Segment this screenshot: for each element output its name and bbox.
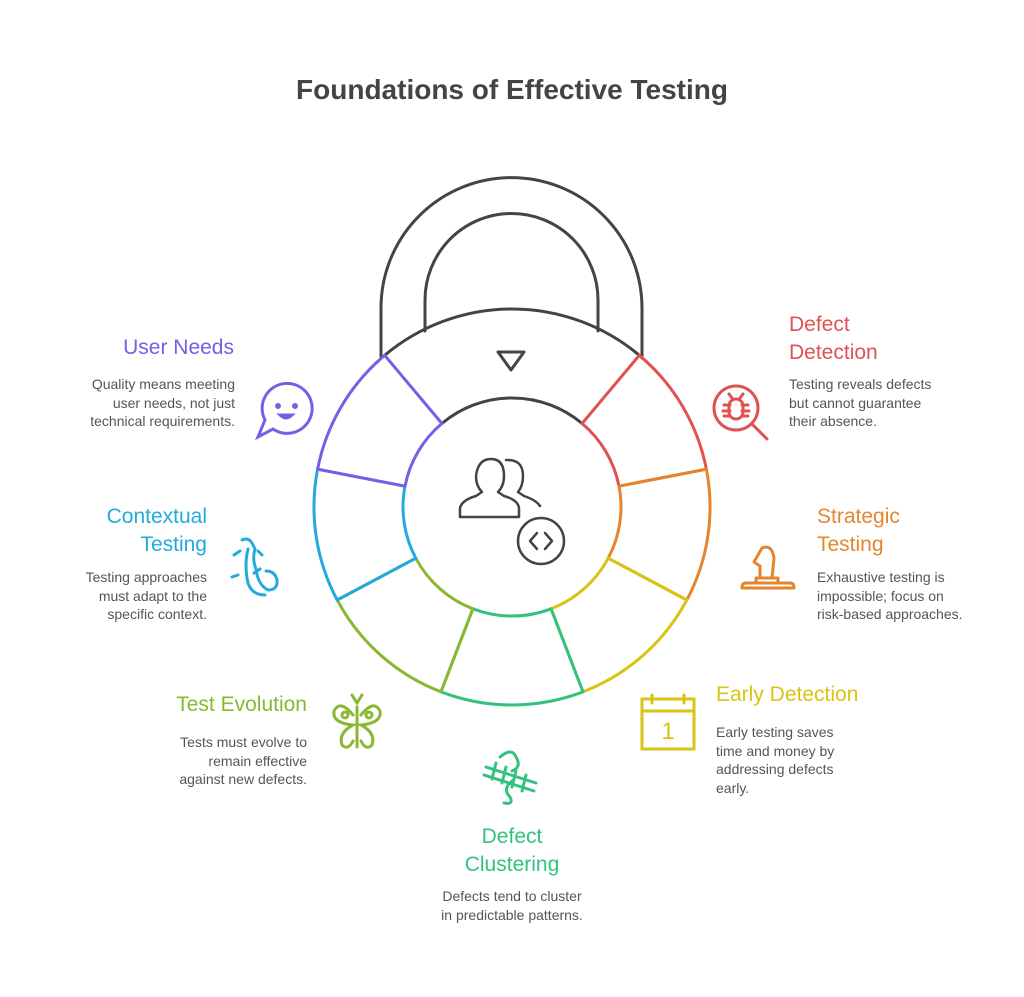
segment-defect-clustering bbox=[439, 607, 585, 707]
strategic-testing-description: Exhaustive testing is impossible; focus … bbox=[817, 569, 963, 622]
segment-user-needs bbox=[316, 353, 444, 488]
segment-strategic-testing bbox=[606, 467, 712, 602]
user-needs-title: User Needs bbox=[123, 336, 234, 359]
segment-top bbox=[383, 307, 641, 425]
butterfly-icon bbox=[332, 693, 382, 749]
bug-magnifier-icon bbox=[712, 384, 769, 441]
segment-contextual-testing bbox=[312, 467, 418, 602]
contextual-testing-title: Contextual Testing bbox=[106, 505, 207, 556]
early-detection-title: Early Detection bbox=[716, 683, 859, 706]
test-evolution-title: Test Evolution bbox=[176, 693, 307, 716]
shackle-outer bbox=[379, 176, 644, 360]
calendar-icon: 1 bbox=[640, 693, 696, 751]
user-needs-description: Quality means meeting user needs, not ju… bbox=[90, 376, 235, 429]
strategic-testing-title: Strategic Testing bbox=[817, 505, 900, 556]
defect-detection-title: Defect Detection bbox=[789, 313, 878, 364]
chess-knight-icon bbox=[740, 545, 796, 590]
calendar-day: 1 bbox=[661, 718, 674, 745]
shackle-inner bbox=[423, 212, 600, 333]
defect-clustering-description: Defects tend to cluster in predictable p… bbox=[441, 888, 583, 923]
segment-defect-detection bbox=[580, 353, 708, 488]
users-code-icon bbox=[458, 457, 566, 566]
segment-early-detection bbox=[549, 556, 689, 694]
contextual-testing-description: Testing approaches must adapt to the spe… bbox=[85, 569, 207, 622]
speech-bubble-smile-icon bbox=[255, 382, 314, 441]
keyhole-triangle-icon bbox=[496, 350, 526, 372]
defect-detection-description: Testing reveals defects but cannot guara… bbox=[789, 376, 932, 429]
test-evolution-description: Tests must evolve to remain effective ag… bbox=[179, 734, 307, 787]
segment-test-evolution bbox=[335, 556, 475, 694]
dragonfly-icon bbox=[482, 750, 538, 805]
defect-clustering-title: Defect Clustering bbox=[464, 825, 560, 876]
salamander-icon bbox=[230, 537, 279, 597]
diagram-title: Foundations of Effective Testing bbox=[296, 74, 728, 105]
early-detection-description: Early testing saves time and money by ad… bbox=[716, 724, 835, 796]
